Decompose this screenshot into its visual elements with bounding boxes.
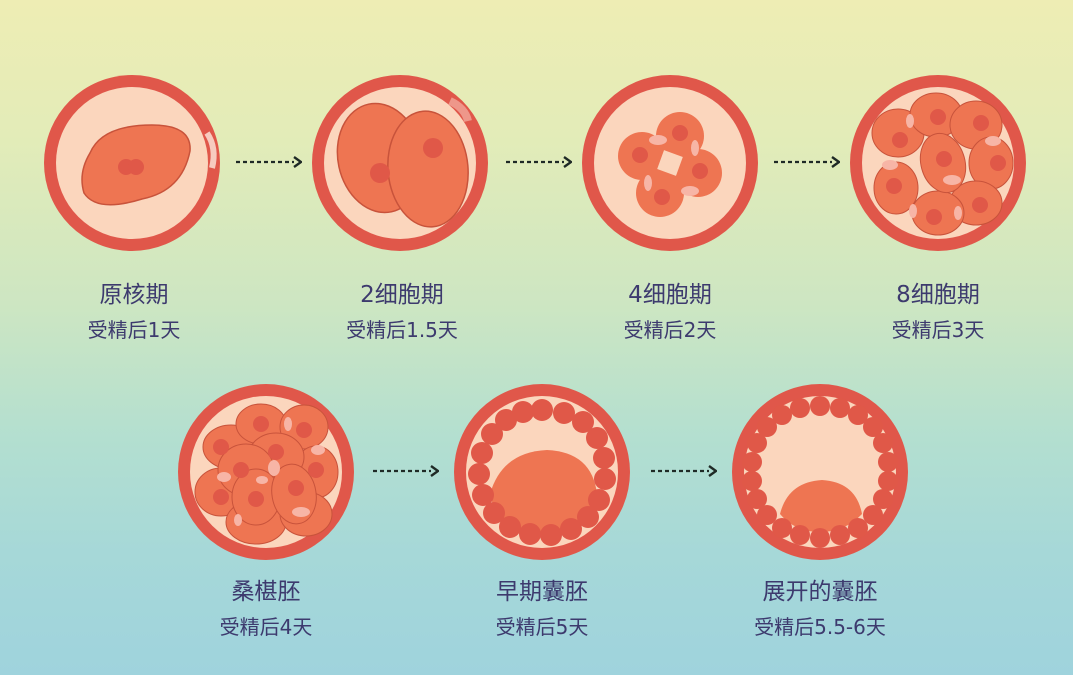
early-blastocyst-icon <box>454 384 630 560</box>
stage-name: 4细胞期 <box>628 282 712 308</box>
stage-early-blastocyst <box>452 382 632 562</box>
expanded-blastocyst-icon <box>732 384 908 560</box>
stage-two-cell <box>310 73 490 253</box>
stage-eight-cell <box>848 73 1028 253</box>
stage-name: 展开的囊胚 <box>762 579 878 605</box>
dotted-arrow-icon <box>774 156 840 168</box>
dotted-arrow-icon <box>506 156 572 168</box>
eight-cell-icon <box>850 75 1026 251</box>
stage-label-eight-cell: 8细胞期 受精后3天 <box>892 280 985 344</box>
stage-expanded-blastocyst <box>730 382 910 562</box>
stage-time: 受精后3天 <box>891 318 985 342</box>
stage-time: 受精后4天 <box>219 615 313 639</box>
stage-label-four-cell: 4细胞期 受精后2天 <box>624 280 717 344</box>
stage-name: 原核期 <box>99 282 169 308</box>
dotted-arrow-icon <box>373 465 439 477</box>
zygote-icon <box>44 75 220 251</box>
dotted-arrow-icon <box>651 465 717 477</box>
stage-label-two-cell: 2细胞期 受精后1.5天 <box>346 280 458 344</box>
stage-name: 2细胞期 <box>360 282 444 308</box>
stage-time: 受精后1.5天 <box>346 318 458 342</box>
stage-name: 早期囊胚 <box>495 579 588 605</box>
stage-time: 受精后2天 <box>623 318 717 342</box>
stage-label-zygote: 原核期 受精后1天 <box>88 280 181 344</box>
stage-zygote <box>42 73 222 253</box>
stage-time: 受精后5.5-6天 <box>754 615 886 639</box>
stage-four-cell <box>580 73 760 253</box>
stage-morula <box>176 382 356 562</box>
stage-label-morula: 桑椹胚 受精后4天 <box>220 577 313 641</box>
four-cell-icon <box>582 75 758 251</box>
stage-time: 受精后5天 <box>495 615 589 639</box>
two-cell-icon <box>312 75 488 251</box>
dotted-arrow-icon <box>236 156 302 168</box>
stage-label-expanded-blastocyst: 展开的囊胚 受精后5.5-6天 <box>754 577 886 641</box>
stage-name: 8细胞期 <box>896 282 980 308</box>
stage-label-early-blastocyst: 早期囊胚 受精后5天 <box>496 577 589 641</box>
stage-time: 受精后1天 <box>87 318 181 342</box>
morula-icon <box>178 384 354 560</box>
stage-name: 桑椹胚 <box>231 579 301 605</box>
